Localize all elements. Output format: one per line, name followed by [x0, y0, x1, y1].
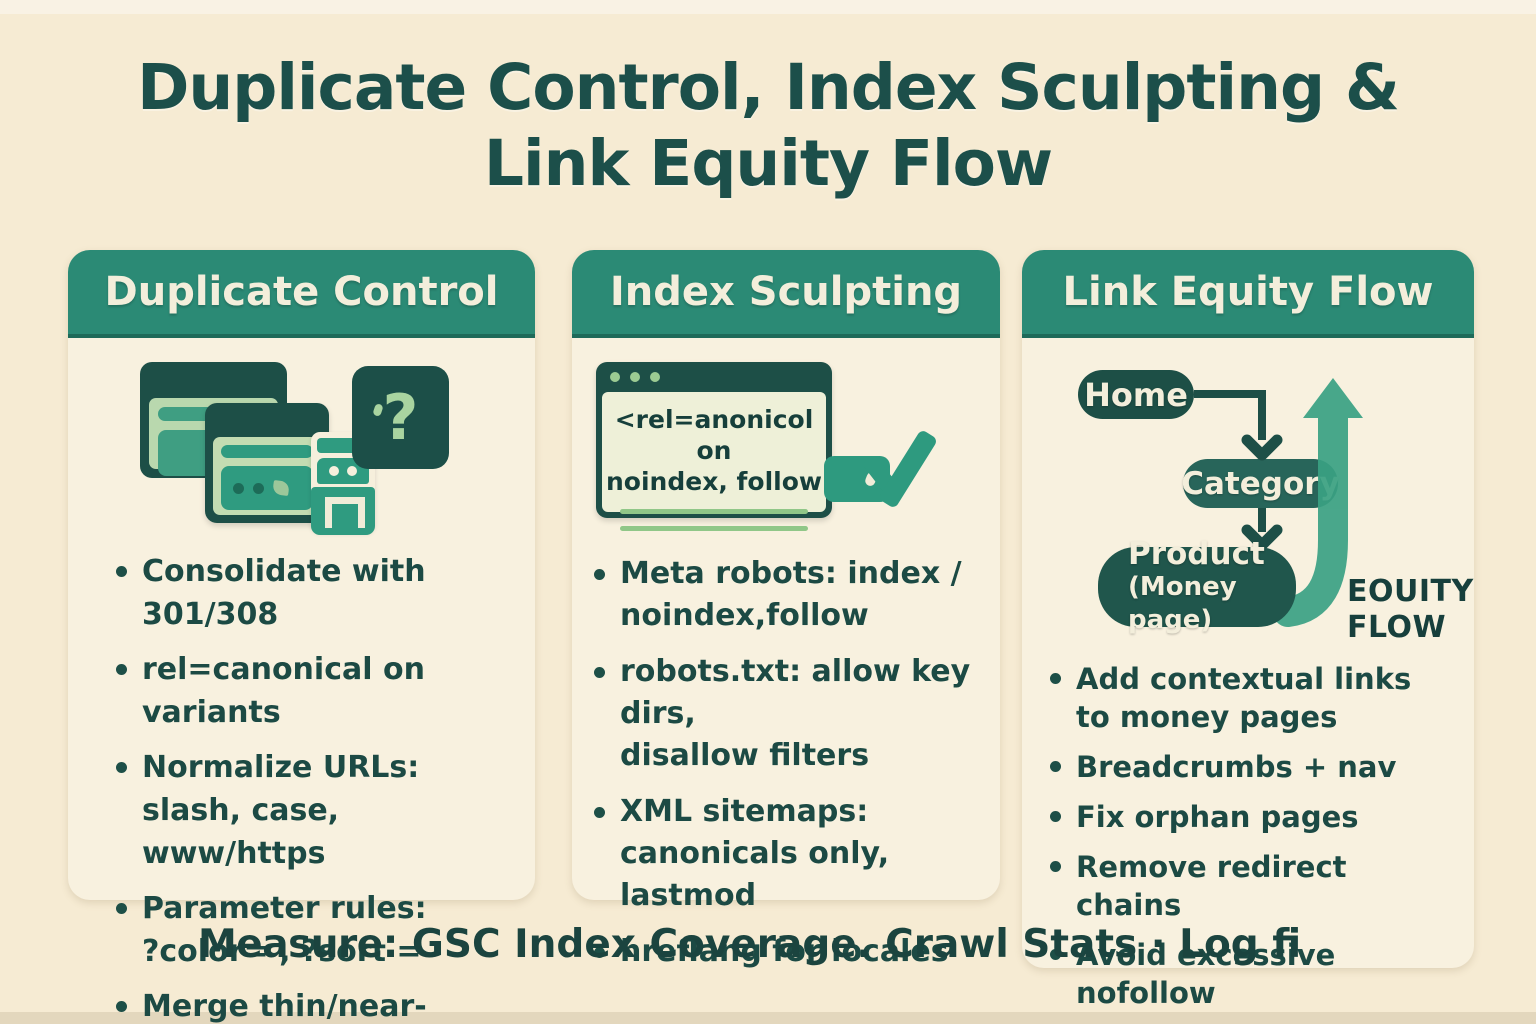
browser-window-front-icon	[205, 403, 329, 523]
measure-label: Measure:	[198, 922, 398, 967]
browser-code-window-icon: <rel=anonicol on noindex, follow	[596, 362, 832, 531]
bullet-item: Avoid excessive nofollow	[1050, 936, 1452, 1012]
equity-flow-label: EOUITY FLOW	[1347, 574, 1474, 645]
card-header-label: Duplicate Control	[104, 269, 499, 315]
bullet-item: Fix orphan pages	[1050, 798, 1452, 836]
page-title-line1: Duplicate Control, Index Sculpting &	[137, 51, 1400, 124]
bullet-list-index-sculpting: Meta robots: index / noindex,follow robo…	[594, 553, 1000, 973]
bullet-item: Merge thin/near-duplicate pages	[116, 985, 513, 1024]
bottom-shadow-band	[0, 1012, 1536, 1024]
bullet-item: rel=canonical on variants	[116, 648, 513, 734]
bullet-item: robots.txt: allow key dirs, disallow fil…	[594, 651, 978, 777]
flow-node-category: Category	[1181, 459, 1340, 508]
bullet-list-link-equity: Add contextual links to money pages Brea…	[1050, 660, 1474, 1024]
card-header-index-sculpting: Index Sculpting	[572, 250, 1000, 338]
card-header-label: Link Equity Flow	[1062, 269, 1434, 315]
card-duplicate-control: Duplicate Control	[68, 250, 535, 1024]
bullet-item: hreflang for locales	[594, 931, 978, 973]
bullet-item: Add contextual links to money pages	[1050, 660, 1452, 736]
page-title: Duplicate Control, Index Sculpting & Lin…	[0, 50, 1536, 202]
card-header-duplicate-control: Duplicate Control	[68, 250, 535, 338]
card-header-label: Index Sculpting	[609, 269, 963, 315]
bullet-item: XML sitemaps: canonicals only, lastmod	[594, 791, 978, 917]
flow-node-product: Product (Money page)	[1098, 537, 1296, 635]
bullet-item: Parameter rules: ?color= , ?sort =	[116, 887, 513, 973]
card-header-link-equity-flow: Link Equity Flow	[1022, 250, 1474, 338]
flow-node-home: Home	[1078, 370, 1194, 419]
bullet-item: Breadcrumbs + nav	[1050, 748, 1452, 786]
measure-text: GSC Index Coverage. Crawl Stats · Log fi	[411, 922, 1302, 967]
measure-line: Measure: GSC Index Coverage. Crawl Stats …	[198, 922, 1301, 967]
top-highlight-band	[0, 0, 1536, 14]
bullet-item: Normalize URLs: slash, case, www/https	[116, 746, 513, 875]
bullet-item: Remove redirect chains	[1050, 848, 1452, 924]
page-title-line2: Link Equity Flow	[483, 127, 1053, 200]
bullet-item: Meta robots: index / noindex,follow	[594, 553, 978, 637]
window-dots	[596, 362, 832, 392]
browser-code-text: <rel=anonicol on noindex, follow	[606, 405, 822, 496]
code-browser-illustration: <rel=anonicol on noindex, follow	[572, 338, 1000, 553]
duplicate-windows-illustration: ?	[68, 338, 535, 550]
card-link-equity-flow: Link Equity Flow Home Category	[1022, 250, 1474, 1010]
bullet-list-duplicate-control: Consolidate with 301/308 rel=canonical o…	[116, 550, 535, 1024]
checkmark-icon	[861, 426, 942, 510]
card-index-sculpting: Index Sculpting <rel=anonicol on noindex…	[572, 250, 1000, 969]
link-equity-flowchart: Home Category Product (Money pa	[1022, 338, 1474, 660]
question-mark-icon: ?	[352, 366, 449, 469]
bullet-item: Consolidate with 301/308	[116, 550, 513, 636]
flow-arrows	[1194, 378, 1363, 627]
